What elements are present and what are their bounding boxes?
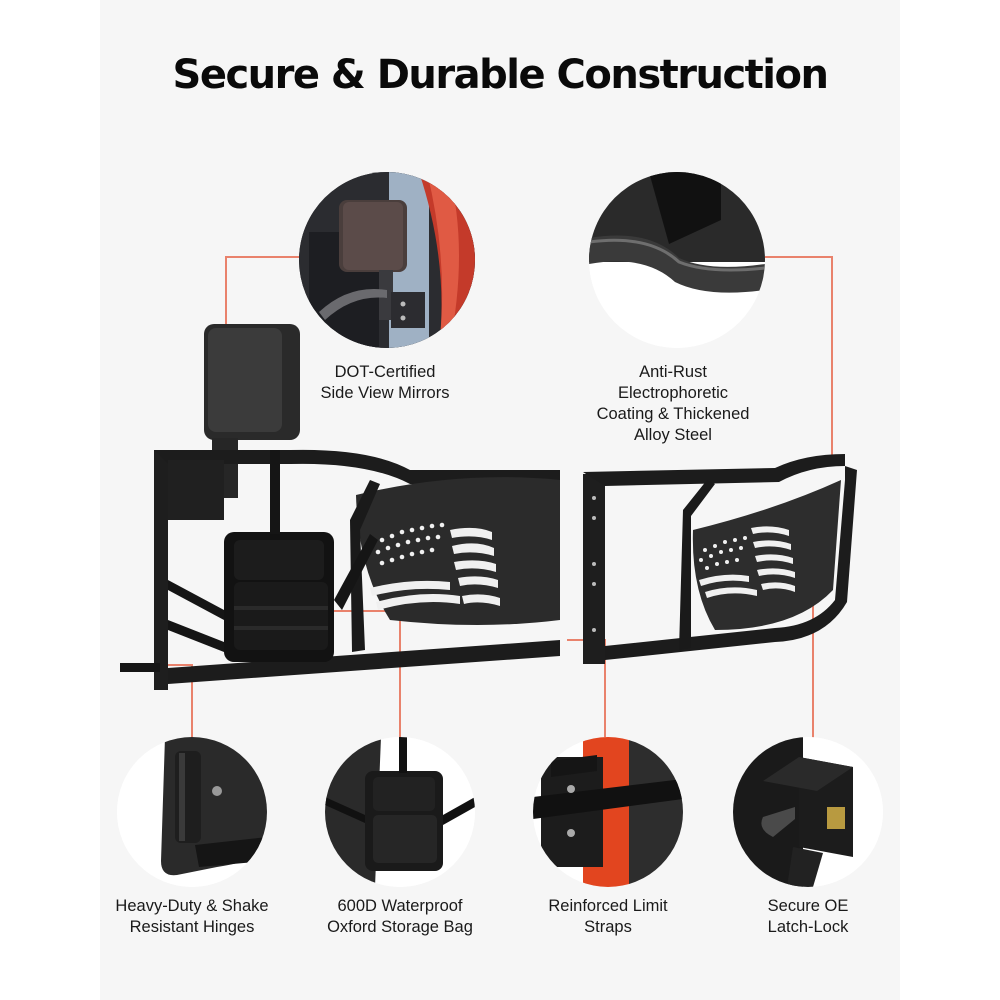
connector-hinge-h [158,664,192,666]
feature-caption-hinges: Heavy-Duty & Shake Resistant Hinges [115,897,269,936]
rear-door-product-image [583,454,857,664]
coating-closeup-image [589,172,765,348]
feature-caption-coating: Anti-Rust Electrophoretic Coating & Thic… [596,363,750,444]
limit-strap-closeup-icon [533,737,683,887]
connector-mirror-h [225,256,300,258]
connector-hinge-v [191,664,193,738]
feature-caption-bag: 600D Waterproof Oxford Storage Bag [327,897,473,936]
mirror-closeup-image [299,172,475,348]
front-door-product-image [120,324,560,690]
hinge-closeup-image [117,737,267,887]
connector-bag-v [399,610,401,738]
page-title: Secure & Durable Construction [172,52,829,98]
feature-caption-mirrors: DOT-Certified Side View Mirrors [320,363,450,402]
connector-mirror-v [225,256,227,332]
feature-caption-straps: Reinforced Limit Straps [548,897,668,936]
strap-closeup-image [533,737,683,887]
latch-lock-closeup-icon [733,737,883,887]
latch-closeup-image [733,737,883,887]
hinge-closeup-icon [117,737,267,887]
connector-coating-h [763,256,833,258]
side-mirror-closeup-icon [299,172,475,348]
storage-bag-closeup-icon [325,737,475,887]
connector-coating-v [831,256,833,456]
bag-closeup-image [325,737,475,887]
steel-tube-closeup-icon [589,172,765,348]
connector-bag-h [283,610,401,612]
connector-strap-v [604,639,606,738]
feature-caption-latch: Secure OE Latch-Lock [767,897,849,936]
